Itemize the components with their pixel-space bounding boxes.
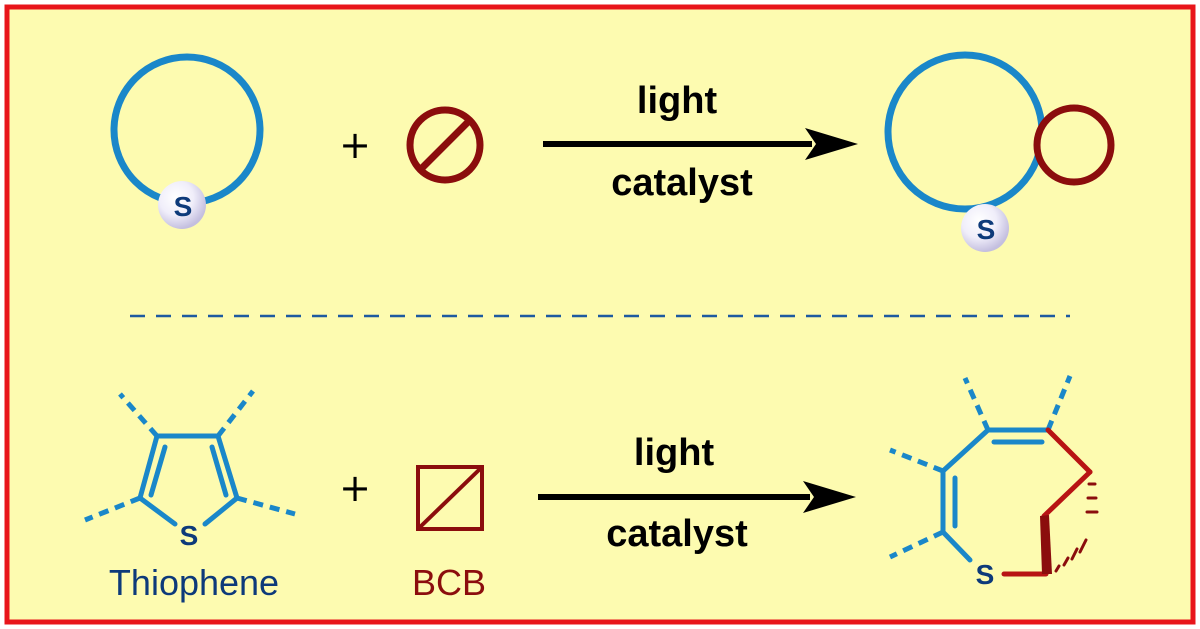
strained-ring-icon (406, 106, 484, 184)
thiacycle-ring-icon (110, 53, 264, 229)
plus-sign-bottom: + (339, 466, 371, 510)
general-substrate-sulfur-label: S (173, 191, 193, 222)
thiophene-sulfur-label: S (179, 520, 199, 551)
bcb-name-label: BCB (411, 562, 487, 603)
thiophene-structure (84, 389, 296, 527)
top-condition-light: light (636, 80, 718, 122)
plus-sign-top: + (339, 123, 371, 167)
bottom-condition-catalyst: catalyst (606, 513, 748, 555)
figure-frame (4, 4, 1196, 625)
top-condition-catalyst: catalyst (611, 162, 753, 204)
product-sulfur-label: S (975, 559, 995, 590)
sulfur-sphere-icon (158, 181, 206, 229)
top-reaction-arrow (543, 128, 858, 160)
bottom-reaction-arrow (538, 481, 856, 513)
bcb-square-icon (416, 465, 484, 531)
bicyclic-product-structure (888, 375, 1099, 577)
general-product-sulfur-label: S (976, 214, 996, 245)
thiophene-name-label: Thiophene (108, 562, 280, 603)
bottom-condition-light: light (633, 432, 715, 474)
ring-expanded-product-icon (884, 51, 1115, 252)
sulfur-sphere-icon (961, 204, 1009, 252)
